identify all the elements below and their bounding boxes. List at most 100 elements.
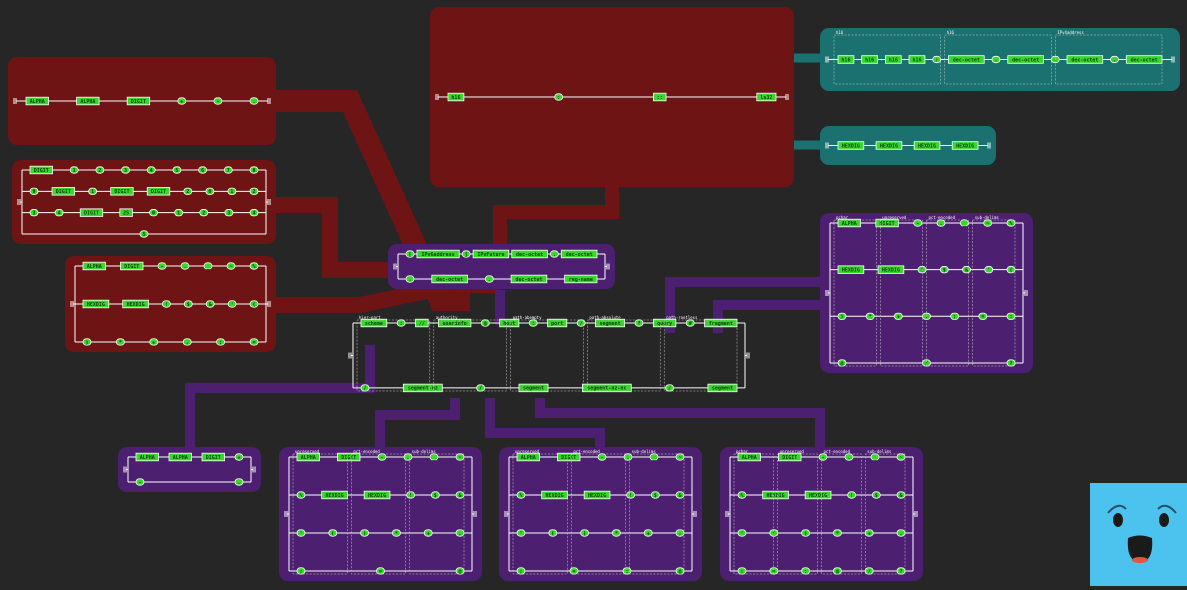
terminal-segment-nz-nc-rule-19-label: = (379, 569, 382, 575)
terminal-pchar-rule-22-label: / (868, 569, 871, 575)
terminal-segment-rule-17: , (675, 529, 685, 537)
terminal-h16-rule-2: HEXDIG (913, 141, 941, 150)
terminal-ls32-rule-5-label: dec-octet (953, 57, 980, 63)
terminal-reg-name-rule-4: _ (203, 262, 213, 270)
terminal-pchar-rule-2-label: - (916, 221, 919, 227)
terminal-h16-rule-3: HEXDIG (951, 141, 979, 150)
terminal-segment-rule-0: ALPHA (516, 452, 540, 462)
terminal-dec-octet-rule-7-label: 7 (227, 168, 230, 174)
terminal-pchar-rule-1: DIGIT (778, 452, 802, 462)
terminal-pchar-rule-10: $ (871, 491, 881, 499)
terminal-main-12: # (685, 319, 695, 327)
terminal-pchar-rule-13: ( (1006, 266, 1016, 273)
terminal-pchar-rule-12-label: ' (740, 531, 743, 537)
group-label-ls32-rule-1: h16 (947, 30, 955, 35)
terminal-reg-name-rule-2-label: - (160, 264, 163, 270)
terminal-dec-octet-rule-22: 0 (149, 209, 158, 216)
terminal-ls32-rule-1-label: h16 (865, 57, 874, 63)
surprised-face-icon (1107, 504, 1177, 563)
terminal-pchar-rule-18: ; (950, 312, 960, 320)
rule-content-layer: scheme://userinfo@host:port/segment?quer… (13, 30, 1175, 575)
terminal-main-18: segment-nz-nc (581, 383, 632, 393)
terminal-reg-name-rule-15: * (116, 338, 125, 346)
terminal-pchar-rule-14-label: ) (840, 314, 843, 320)
terminal-segment-rule-6-label: % (519, 493, 522, 499)
terminal-dec-octet-rule-24: 2 (199, 209, 209, 216)
terminal-segment-rule-21: @ (675, 567, 685, 575)
terminal-pchar-rule-16: + (864, 529, 874, 537)
terminal-main-0-label: scheme (365, 321, 383, 327)
group-label-pchar-rule-0: pchar (836, 215, 849, 220)
terminal-dec-octet-rule-21-label: 25 (123, 210, 129, 216)
terminal-pchar-rule-2-label: - (821, 455, 824, 461)
terminal-dec-octet-rule-27: 5 (139, 230, 149, 238)
terminal-pchar-rule-1-label: DIGIT (782, 455, 797, 461)
group-label-pchar-rule-1: unreserved (780, 449, 805, 454)
terminal-scheme-rule-3-label: + (180, 99, 183, 105)
terminal-reg-name-rule-11-label: & (209, 302, 213, 308)
terminal-pchar-rule-20-label: : (804, 569, 807, 575)
terminal-main-10: ? (634, 319, 644, 327)
terminal-segment-rule-5-label: ~ (678, 455, 681, 461)
terminal-pchar-rule-3-label: . (847, 455, 850, 461)
terminal-pchar-rule-16-label: + (868, 531, 871, 537)
terminal-ls32-rule-4: : (932, 55, 942, 63)
terminal-pchar-rule-23: ? (896, 567, 906, 575)
group-label-pchar-rule-2: pct-encoded (929, 215, 956, 220)
group-label-segment-rule-0: unreserved (515, 449, 540, 454)
terminal-dec-octet-rule-4: 4 (146, 166, 156, 174)
terminal-scheme-rule-0-label: ALPHA (30, 99, 45, 105)
terminal-main-20-label: segment (712, 386, 733, 392)
group-label-ls32-rule-2: IPv4address (1057, 30, 1084, 35)
terminal-dec-octet-rule-13-label: DIGIT (151, 189, 166, 195)
terminal-dec-octet-rule-0: DIGIT (29, 165, 53, 175)
terminal-dec-octet-rule-4-label: 4 (150, 168, 153, 174)
terminal-pchar-rule-22: / (864, 567, 874, 575)
terminal-main-4-label: @ (484, 321, 487, 327)
terminal-ipv6-rule-1: : (554, 93, 564, 101)
terminal-pchar-rule-16-label: + (897, 314, 900, 320)
terminal-main-15-label: segment-nz (408, 386, 438, 392)
terminal-ls32-rule-8-label: . (1054, 57, 1057, 63)
terminal-h16-rule-0: HEXDIG (837, 141, 865, 150)
terminal-reg-name-rule-16-label: + (152, 340, 155, 346)
terminal-reg-name-rule-17: , (182, 338, 192, 346)
terminal-segment-rule-21-label: @ (678, 569, 681, 575)
terminal-reg-name-rule-0-label: ALPHA (87, 264, 102, 270)
terminal-main-17: segment (518, 383, 549, 393)
terminal-host-6: dec-octet (560, 249, 598, 259)
terminal-ls32-rule-0: h16 (837, 55, 855, 64)
terminal-pchar-rule-9-label: ! (921, 267, 924, 273)
terminal-segment-rule-17-label: , (678, 531, 681, 537)
terminal-reg-name-rule-1: DIGIT (120, 261, 144, 271)
terminal-scheme-small-rule-0-label: ALPHA (140, 455, 155, 461)
terminal-reg-name-rule-5-label: ~ (229, 264, 232, 270)
rule-box-segment-nz-nc-rule (279, 447, 482, 581)
terminal-pchar-rule-7: HEXDIG (837, 265, 865, 274)
terminal-dec-octet-rule-14-label: 2 (186, 189, 189, 195)
terminal-dec-octet-rule-22-label: 0 (152, 210, 155, 216)
terminal-main-4: @ (480, 319, 490, 327)
terminal-segment-nz-nc-rule-1: DIGIT (337, 452, 361, 462)
terminal-host-0: [ (405, 250, 415, 258)
terminal-segment-rule-15: * (612, 529, 621, 537)
group-label-segment-nz-nc-rule-0: unreserved (295, 449, 320, 454)
group-label-pchar-rule-3: sub-delims (975, 215, 1000, 220)
terminal-dec-octet-rule-27-label: 5 (142, 232, 145, 238)
terminal-h16-rule-3-label: HEXDIG (956, 143, 974, 149)
terminal-ipv6-rule-1-label: : (557, 95, 560, 101)
terminal-main-8: / (576, 319, 586, 327)
terminal-segment-rule-14-label: ) (583, 531, 586, 537)
terminal-ipv6-rule-2: :: (653, 92, 667, 102)
terminal-dec-octet-rule-17-label: 2 (252, 189, 255, 195)
connector-8 (535, 398, 825, 452)
terminal-main-5: host (499, 318, 520, 328)
terminal-main-11-label: query (657, 321, 672, 327)
connector-1 (276, 197, 400, 278)
terminal-scheme-rule-4: - (213, 97, 223, 105)
terminal-segment-nz-nc-rule-15: * (391, 529, 401, 537)
group-label-pchar-rule-1: unreserved (882, 215, 907, 220)
